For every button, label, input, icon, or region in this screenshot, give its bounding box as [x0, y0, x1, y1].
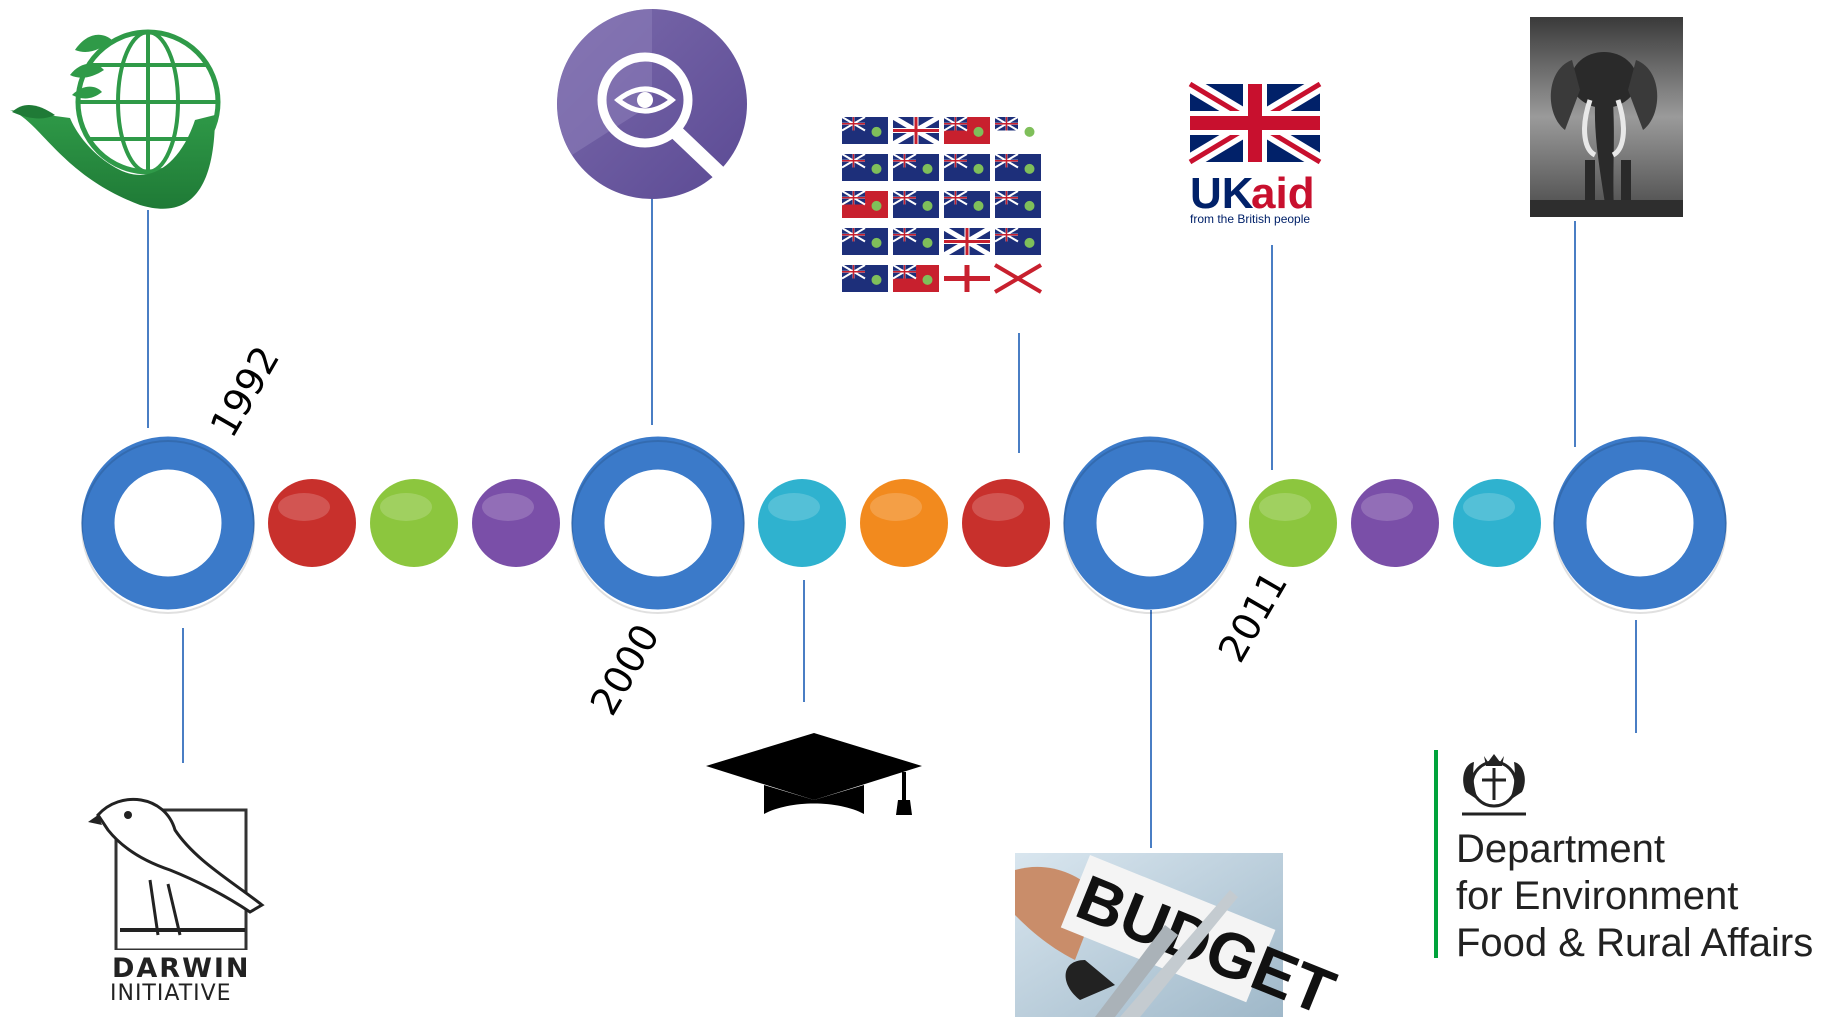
dot-purple-1-highlight — [482, 493, 534, 521]
dot-purple-1 — [472, 479, 560, 567]
flag-1-1 — [892, 153, 939, 181]
flag-4-1 — [892, 264, 939, 292]
dot-orange-1-highlight — [870, 493, 922, 521]
milestone-2000-shadow — [571, 440, 745, 614]
dot-teal-1 — [758, 479, 846, 567]
milestone-2011 — [1063, 436, 1237, 610]
flag-2-0 — [841, 190, 888, 218]
flag-1-0 — [841, 153, 888, 181]
year-label-1992: 1992 — [202, 339, 288, 445]
dot-green-1 — [370, 479, 458, 567]
dot-red-1 — [268, 479, 356, 567]
graduation-cap-icon — [706, 733, 922, 815]
darwin-initiative-logo: DARWIN INITIATIVE — [88, 798, 265, 1006]
flag-0-2 — [943, 116, 990, 144]
year-label-2011: 2011 — [1210, 564, 1296, 670]
milestone-final — [1553, 436, 1727, 610]
milestone-1992-shadow — [81, 440, 255, 614]
milestone-final-shadow — [1553, 440, 1727, 614]
defra-line2: for Environment — [1456, 874, 1738, 918]
flag-4-2 — [944, 265, 990, 292]
flag-2-1 — [892, 190, 939, 218]
ukaid-aid-text: aid — [1251, 169, 1315, 218]
darwin-line1: DARWIN — [112, 953, 251, 984]
flag-4-0 — [841, 264, 888, 292]
dot-green-2-highlight — [1259, 493, 1311, 521]
flag-3-2 — [942, 225, 992, 258]
budget-cut-icon: BUDGET — [1015, 853, 1345, 1017]
flag-1-2 — [943, 153, 990, 181]
flag-2-3 — [994, 190, 1041, 218]
dot-orange-1 — [860, 479, 948, 567]
milestone-2000 — [571, 436, 745, 610]
dot-red-1-highlight — [278, 493, 330, 521]
ukaid-tagline: from the British people — [1190, 212, 1310, 226]
dot-teal-1-highlight — [768, 493, 820, 521]
darwin-line2: INITIATIVE — [110, 981, 232, 1006]
dot-purple-2-highlight — [1361, 493, 1413, 521]
flag-0-3 — [994, 116, 1041, 144]
review-magnifier-icon — [557, 9, 747, 199]
overseas-territory-flags-icon — [841, 114, 1043, 294]
flag-2-2 — [943, 190, 990, 218]
flag-3-0 — [841, 227, 888, 255]
flag-3-3 — [994, 227, 1041, 255]
dot-teal-2-highlight — [1463, 493, 1515, 521]
defra-line3: Food & Rural Affairs — [1456, 921, 1813, 965]
timeline-milestones — [81, 436, 1727, 614]
milestone-1992 — [81, 436, 255, 610]
defra-logo: Department for Environment Food & Rural … — [1434, 750, 1813, 965]
flag-0-1 — [891, 114, 941, 147]
defra-line1: Department — [1456, 827, 1665, 871]
dot-green-1-highlight — [380, 493, 432, 521]
ukaid-logo: UK aid from the British people — [1175, 75, 1340, 240]
dot-green-2 — [1249, 479, 1337, 567]
un-earth-summit-icon — [10, 29, 221, 209]
dot-purple-2 — [1351, 479, 1439, 567]
ukaid-uk-text: UK — [1190, 169, 1254, 218]
dot-teal-2 — [1453, 479, 1541, 567]
flag-0-0 — [841, 116, 888, 144]
elephant-photo-icon — [1530, 17, 1683, 217]
year-label-2000: 2000 — [582, 617, 668, 723]
dot-red-2-highlight — [972, 493, 1024, 521]
dot-red-2 — [962, 479, 1050, 567]
flag-4-3 — [993, 263, 1043, 294]
connector-lines — [147, 198, 1637, 848]
milestone-2011-shadow — [1063, 440, 1237, 614]
flag-3-1 — [892, 227, 939, 255]
flag-1-3 — [994, 153, 1041, 181]
